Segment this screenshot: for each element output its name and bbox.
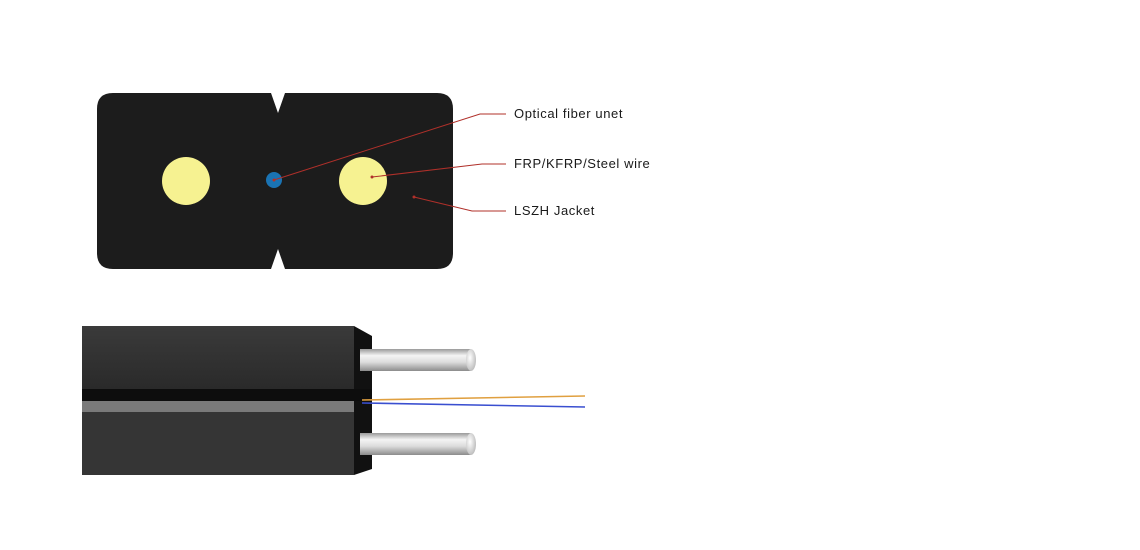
upper-strength-rod	[360, 349, 471, 371]
leader-dot-fiber	[272, 178, 276, 182]
cable-groove	[82, 389, 372, 401]
optical-fiber-orange	[361, 395, 586, 401]
leader-line-jacket	[413, 196, 506, 212]
lower-strength-rod	[360, 433, 471, 455]
optical-fiber-blue	[361, 402, 586, 408]
leader-line-strength-member	[371, 163, 506, 178]
label-strength-member: FRP/KFRP/Steel wire	[514, 156, 651, 171]
cable-lower-body	[82, 412, 354, 475]
leader-line-fiber	[273, 113, 506, 181]
leader-dot-jacket	[412, 195, 416, 199]
leader-dot-strength-member	[370, 175, 374, 179]
label-optical-fiber-unit: Optical fiber unet	[514, 106, 624, 121]
strength-member-right	[339, 157, 387, 205]
cable-side-view	[82, 326, 586, 475]
label-lszh-jacket: LSZH Jacket	[514, 203, 596, 218]
lower-strength-rod-end	[466, 433, 476, 455]
upper-strength-rod-end	[466, 349, 476, 371]
cable-lower-bevel	[82, 401, 360, 412]
leader-lines	[273, 113, 506, 212]
strength-member-left	[162, 157, 210, 205]
cable-upper-body	[82, 326, 354, 389]
